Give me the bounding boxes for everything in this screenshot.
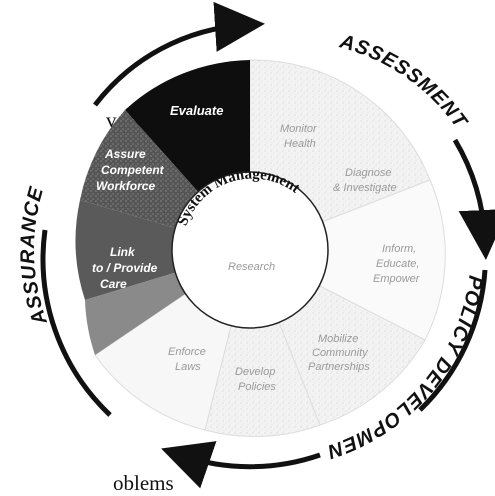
label-link-3: Care: [100, 277, 127, 291]
label-link-2: to / Provide: [92, 261, 158, 275]
label-develop-1: Develop: [235, 366, 275, 378]
ring-arc-top-right: [452, 138, 495, 260]
ring-arc-top-left: [93, 1, 265, 107]
segment-link-care: [75, 200, 250, 300]
center-circle: [171, 171, 329, 329]
label-assure-2: Competent: [101, 163, 165, 177]
label-inform-3: Empower: [373, 273, 421, 285]
label-research: Research: [228, 261, 275, 273]
label-enforce-2: Laws: [175, 361, 201, 373]
label-diagnose-1: Diagnose: [345, 167, 391, 179]
segment-develop-policies: [204, 248, 321, 438]
label-enforce-1: Enforce: [168, 346, 206, 358]
label-mobilize-1: Mobilize: [318, 333, 358, 345]
ring-arc-bottom: [161, 441, 321, 489]
label-assure-3: Workforce: [96, 179, 155, 193]
label-monitor-1: Monitor: [280, 123, 318, 135]
label-monitor-2: Health: [284, 138, 316, 150]
label-inform-1: Inform,: [382, 243, 416, 255]
label-mobilize-3: Partnerships: [308, 361, 370, 373]
label-evaluate: Evaluate: [170, 103, 223, 118]
segment-inform: [248, 179, 446, 341]
label-link-1: Link: [110, 245, 136, 259]
ring-label-assurance: ASSURANCE: [17, 184, 52, 328]
label-develop-2: Policies: [238, 381, 276, 393]
label-mobilize-2: Community: [312, 347, 369, 359]
ring-arc-left: [40, 229, 112, 417]
ring-arc-right: [418, 269, 488, 412]
label-diagnose-2: & Investigate: [333, 182, 397, 194]
label-inform-2: Educate,: [376, 258, 419, 270]
label-assure-1: Assure: [104, 147, 146, 161]
